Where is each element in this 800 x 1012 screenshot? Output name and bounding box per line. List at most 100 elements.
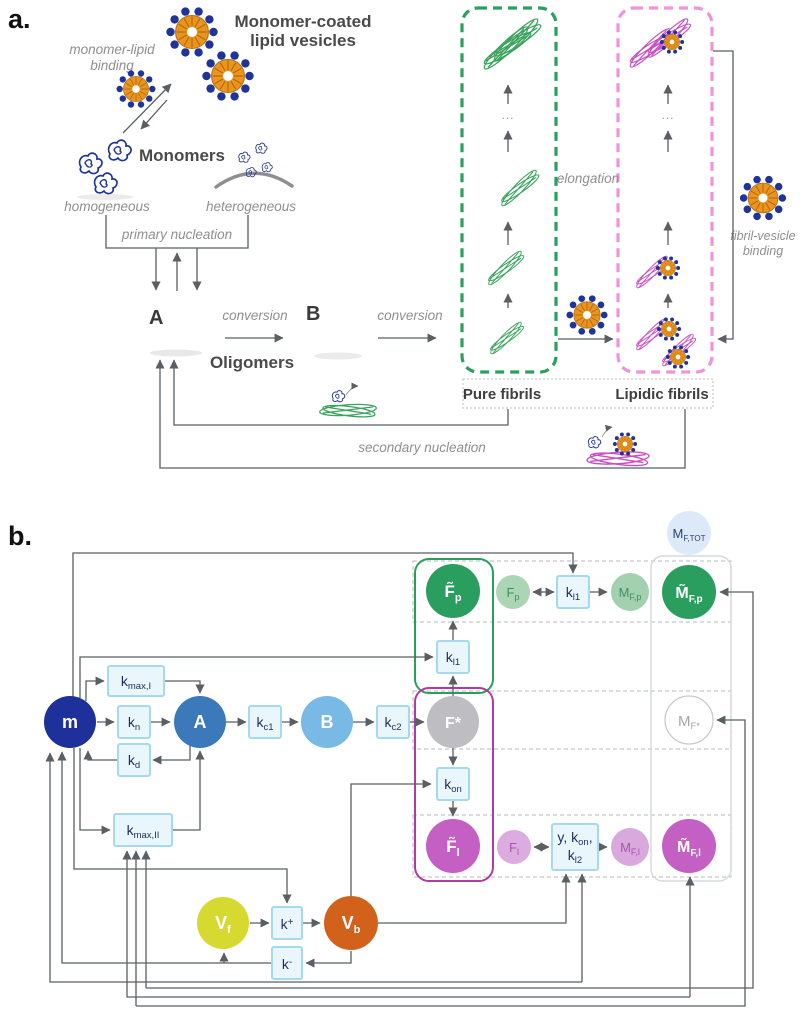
svg-text:kl2: kl2 [568, 847, 582, 866]
fibril-vesicle-binding-label-1: fibril-vesicle [730, 229, 795, 243]
monomer-icon [93, 172, 118, 195]
arrow-m-to-kplus [73, 748, 292, 904]
rate-kd: kd [117, 743, 151, 777]
rate-boxes: kmax,I kn kd kc1 kc2 kl1 [107, 575, 599, 980]
oligomer-b-label: B [306, 303, 320, 325]
shadow [314, 352, 362, 360]
pure-fibrils-label: Pure fibrils [463, 386, 541, 403]
node-Fp-tilde: F̃p [426, 564, 480, 618]
monomer-lipid-binding-label-1: monomer-lipid [69, 42, 155, 57]
node-A: A [174, 696, 226, 748]
rate-kl1: kl1 [436, 640, 470, 674]
svg-text:kmax,II: kmax,II [127, 822, 160, 841]
lipidic-fibrils-label: Lipidic fibrils [615, 386, 708, 403]
fibril-vesicle-binding-label-2: binding [743, 244, 783, 258]
fibril-labels-box [462, 378, 714, 409]
surface-arc [214, 171, 294, 189]
node-MFp-small: MF,p [611, 573, 649, 611]
svg-text:Fl: Fl [509, 840, 519, 857]
monomer-icon [587, 436, 602, 449]
svg-text:kc1: kc1 [256, 714, 273, 733]
homogeneous-label: homogeneous [64, 199, 150, 214]
node-m: m [44, 696, 96, 748]
ellipsis: ... [661, 108, 674, 122]
monomer-icon [78, 152, 103, 175]
vesicles-title-line2: lipid vesicles [250, 31, 356, 50]
coated-vesicle-icon [201, 50, 255, 102]
conversion-1-label: conversion [222, 308, 287, 323]
rate-kn: kn [117, 705, 151, 739]
secondary-nucleation-pure-icon [318, 402, 378, 420]
svg-text:Vf: Vf [215, 913, 231, 936]
svg-text:kc2: kc2 [384, 714, 401, 733]
svg-text:MF*: MF* [678, 713, 700, 732]
primary-nucleation-bracket [105, 215, 249, 291]
node-MFl-tilde: M̃F,l [662, 819, 716, 873]
arrow-m-to-kl1-top [72, 552, 578, 697]
mini-arrow [345, 382, 359, 396]
arrow-m-to-kmaxI [85, 676, 105, 701]
svg-text:kl1: kl1 [566, 584, 580, 603]
panel-a-label: a. [8, 4, 31, 34]
rate-kmaxII: kmax,II [113, 813, 173, 847]
svg-text:MF,p: MF,p [619, 585, 642, 602]
svg-text:kn: kn [128, 714, 140, 733]
rate-ybox: y, kon, kl2 [551, 823, 599, 871]
rate-kmaxI: kmax,I [107, 665, 165, 697]
oligomer-a-label: A [149, 307, 163, 329]
svg-text:y, kon,: y, kon, [557, 829, 592, 848]
ellipsis: ... [501, 108, 514, 122]
panel-b-connectors [45, 552, 754, 1007]
arrow-kd-to-m [83, 750, 118, 761]
monomer-icon [331, 390, 346, 403]
arrow-A-to-kd [152, 742, 191, 765]
rate-kminus: k- [271, 946, 303, 980]
binding-equilibrium-arrows [122, 83, 172, 134]
svg-text:k+: k+ [281, 916, 294, 932]
secondary-nucleation-label: secondary nucleation [358, 440, 486, 455]
svg-text:m: m [62, 712, 78, 732]
svg-text:F*: F* [445, 715, 462, 732]
arrow-m-to-kmaxII [79, 748, 111, 835]
lipidic-fibril-icon [624, 14, 700, 371]
node-Fp-small: Fp [496, 575, 530, 609]
heterogeneous-label: heterogeneous [206, 199, 296, 214]
rate-kl1-top: kl1 [556, 575, 590, 609]
svg-text:B: B [321, 712, 334, 732]
monomer-icon [238, 151, 251, 163]
svg-text:Vb: Vb [342, 913, 361, 936]
svg-text:MF,l: MF,l [620, 840, 640, 857]
lipid-vesicle-icon [116, 69, 156, 109]
panel-b-label: b. [8, 521, 32, 551]
secondary-nucleation-lipidic-icon [585, 449, 651, 469]
rate-kon: kon [436, 767, 470, 801]
node-MFl-small: MF,l [611, 828, 649, 866]
node-Fstar: F* [427, 696, 479, 748]
pure-group-box [414, 558, 494, 694]
svg-text:Fp: Fp [507, 585, 520, 602]
lipidic-fibrils-box [616, 6, 714, 374]
feedback-rail-to-MFstar [136, 715, 746, 1007]
secondary-nucleation-lipidic-line [155, 359, 686, 469]
svg-text:F̃p: F̃p [444, 581, 461, 604]
arrow-Vb-to-kon [350, 779, 432, 896]
svg-text:M̃F,p: M̃F,p [675, 582, 702, 605]
arrow-m-to-kl1 [79, 652, 434, 698]
node-MFstar: MF* [664, 695, 714, 745]
mini-arrow [601, 424, 613, 438]
fibril-vesicle-binding-arrow [713, 50, 734, 344]
oligomers-label: Oligomers [210, 353, 294, 372]
svg-text:kon: kon [444, 776, 462, 795]
pure-fibril-icon [477, 14, 546, 359]
monomer-lipid-binding-label-2: binding [90, 58, 134, 73]
oligomer-b-icon: .gb .c1{stroke:#7cb9e8}.gb .c2{stroke:#5… [315, 318, 362, 352]
feedback-rail-to-kmaxII-1 [122, 850, 690, 998]
monomer-icon [255, 142, 268, 154]
panel-a: a. Monomer-coated lipid vesicles monomer… [8, 4, 796, 469]
monomer-icon [261, 162, 273, 173]
rate-kc2: kc2 [376, 705, 410, 739]
pure-fibrils-box [460, 6, 558, 374]
svg-text:kmax,I: kmax,I [121, 673, 151, 692]
secondary-nucleation-pure-line [169, 359, 509, 426]
oligomer-b-mini-icon [605, 406, 627, 422]
